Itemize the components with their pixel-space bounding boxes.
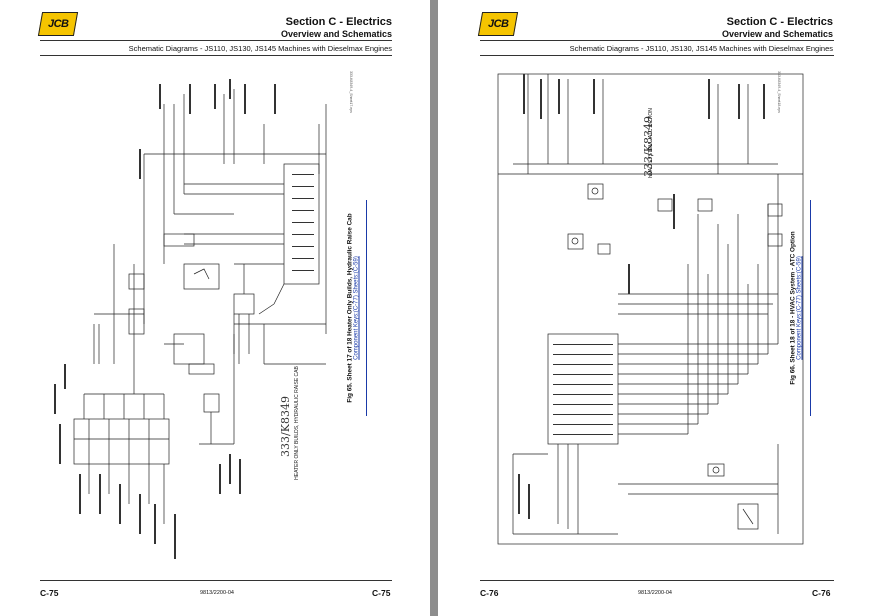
jcb-logo: JCB: [37, 12, 79, 36]
page-number-right: C-75: [372, 588, 391, 598]
left-page: JCB Section C - Electrics Overview and S…: [0, 0, 430, 616]
figure-caption: Fig 66. Sheet 18 of 18 - HVAC System - A…: [789, 231, 797, 385]
jcb-logo: JCB: [477, 12, 519, 36]
subheader-rule: [480, 55, 834, 56]
handwritten-note: HVAC SYSTEM - ATC OPTION: [647, 108, 654, 178]
logo-text: JCB: [47, 18, 69, 30]
schematic-subtitle: Schematic Diagrams - JS110, JS130, JS145…: [128, 44, 392, 53]
footer-rule: [40, 580, 392, 581]
logo-text: JCB: [487, 18, 509, 30]
right-page: JCB Section C - Electrics Overview and S…: [438, 0, 873, 616]
page-gutter: [430, 0, 438, 616]
section-subtitle: Overview and Schematics: [280, 29, 392, 39]
component-keys-link[interactable]: Component Keys:(C-77) Sheets:(C-59): [353, 256, 360, 360]
schematic-subtitle: Schematic Diagrams - JS110, JS130, JS145…: [569, 44, 833, 53]
page-number-left: C-76: [480, 588, 499, 598]
document-number: 9813/2200-04: [638, 590, 672, 596]
drawing-reference: 333-K8349-4_Sheet17.eps: [348, 71, 353, 113]
figure-caption: Fig 65. Sheet 17 of 18 Heater Only Build…: [346, 213, 354, 403]
figure-caption-block: Fig 65. Sheet 17 of 18 Heater Only Build…: [345, 200, 361, 416]
subheader-rule: [40, 55, 392, 56]
handwritten-note: HEATER ONLY BUILDS, HYDRAULIC RAISE CAB: [293, 366, 300, 480]
header-rule: [480, 40, 834, 41]
caption-rule: [810, 200, 811, 416]
figure-caption-block: Fig 66. Sheet 18 of 18 - HVAC System - A…: [788, 200, 804, 416]
wiring-schematic: [497, 73, 804, 545]
wiring-schematic: [54, 79, 327, 559]
page-number-left: C-75: [40, 588, 59, 598]
drawing-reference: 333-K8349-4_Sheet18.eps: [776, 71, 781, 113]
section-title: Section C - Electrics: [285, 16, 392, 28]
page-number-right: C-76: [812, 588, 831, 598]
handwritten-code: 333/K8349: [278, 396, 292, 457]
document-number: 9813/2200-04: [200, 590, 234, 596]
section-title: Section C - Electrics: [726, 16, 833, 28]
caption-rule: [366, 200, 367, 416]
component-keys-link[interactable]: Component Keys:(C-77) Sheets:(C-59): [796, 256, 803, 360]
header-rule: [40, 40, 392, 41]
section-subtitle: Overview and Schematics: [721, 29, 833, 39]
footer-rule: [480, 580, 834, 581]
